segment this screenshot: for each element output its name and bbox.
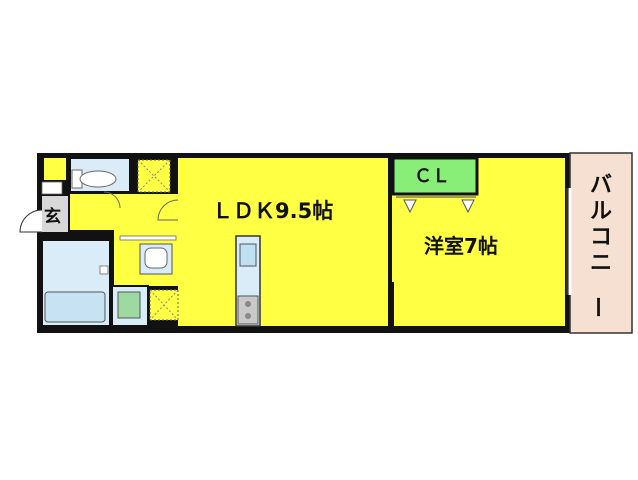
balcony-label-char: バ xyxy=(590,173,612,198)
entrance-label: 玄 xyxy=(44,206,61,227)
toilet-icon xyxy=(79,170,117,188)
entrance-area xyxy=(42,196,68,232)
closet-area xyxy=(391,156,479,196)
western-room-label: 洋室7帖 xyxy=(424,234,498,258)
stove-burner-icon xyxy=(245,301,251,307)
ldk-label: ＬＤＫ9.5帖 xyxy=(212,199,333,223)
ldk-area xyxy=(178,158,388,326)
balcony-label-char: ル xyxy=(590,199,612,224)
stove-burner-icon xyxy=(245,313,251,319)
ldk-door-swing xyxy=(157,199,179,221)
shoe-box xyxy=(41,181,63,195)
sliding-door xyxy=(119,235,177,241)
partition-wall xyxy=(388,282,394,326)
balcony-label-char: ー xyxy=(584,296,609,318)
balcony-label: バルコニー xyxy=(584,173,612,318)
kitchen-sink-icon xyxy=(239,243,257,267)
washing-machine-icon xyxy=(117,291,141,319)
entrance-door-swing xyxy=(19,209,43,233)
bath-faucet xyxy=(99,265,109,275)
storage-upper xyxy=(137,159,171,193)
partition-wall-top xyxy=(388,158,392,200)
balcony-label-char: コ xyxy=(590,225,612,250)
entry-nook xyxy=(44,158,66,180)
stove-panel xyxy=(237,295,259,325)
bathtub-icon xyxy=(44,291,106,323)
closet-label: ＣＬ xyxy=(414,166,450,187)
closet-door-right xyxy=(461,199,475,214)
toilet-door-swing xyxy=(103,191,121,209)
svg-text:バルコニー: バルコニー xyxy=(584,173,612,318)
sink-icon xyxy=(144,247,168,269)
closet-door-left xyxy=(403,199,417,214)
balcony-label-char: ニ xyxy=(590,251,612,276)
balcony-area xyxy=(569,152,633,334)
